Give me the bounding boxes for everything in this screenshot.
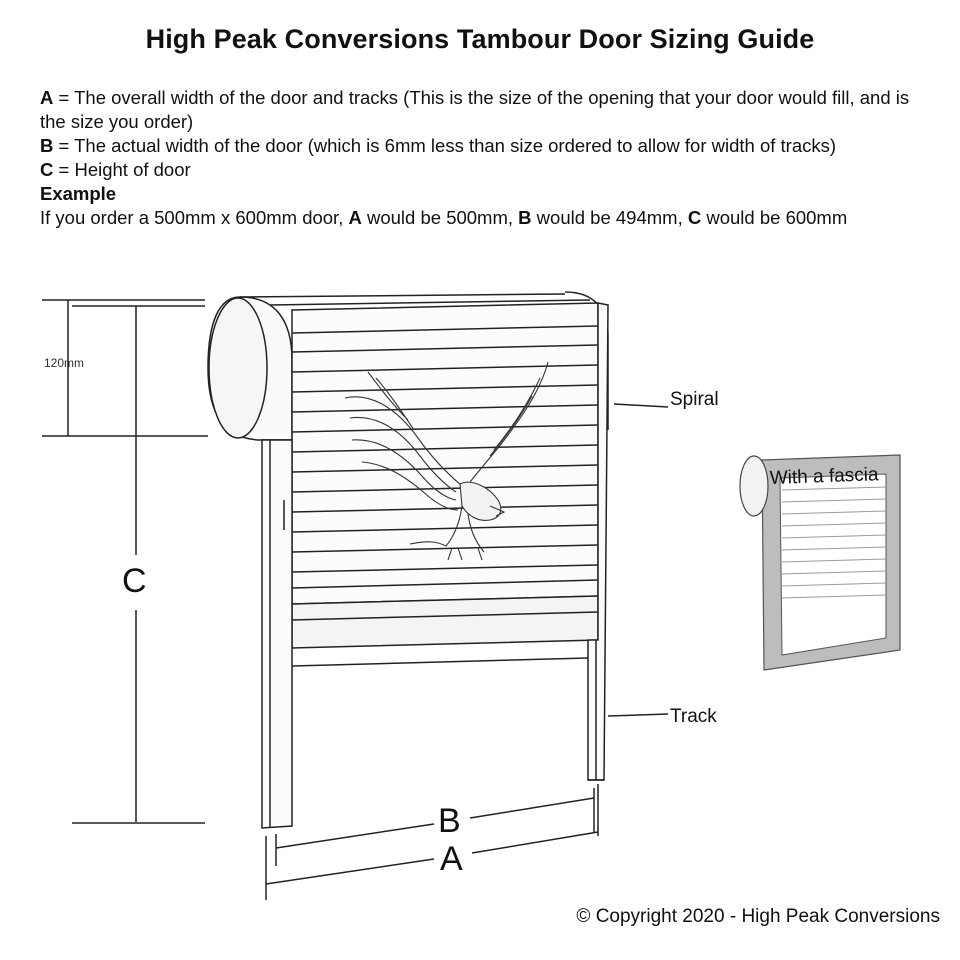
legend-a-letter: A <box>40 87 54 108</box>
legend-b-text: = The actual width of the door (which is… <box>53 135 837 156</box>
track-label: Track <box>670 706 717 727</box>
eagle-artwork <box>344 361 549 561</box>
spiral-roll <box>207 291 609 441</box>
example-text: If you order a 500mm x 600mm door, A wou… <box>40 207 848 228</box>
dim-a-line-right <box>471 831 599 854</box>
fascia-label: With a fascia <box>769 464 879 489</box>
spiral-label: Spiral <box>670 389 719 410</box>
dim-a-line-left <box>265 858 435 885</box>
dim-a-label: A <box>440 840 463 878</box>
left-track <box>261 439 293 829</box>
legend-b-letter: B <box>40 135 54 156</box>
legend-text: A = The overall width of the door and tr… <box>40 86 930 230</box>
legend-c-text: = Height of door <box>53 159 191 180</box>
legend-c: C = Height of door <box>40 158 930 182</box>
legend-a: A = The overall width of the door and tr… <box>40 86 930 134</box>
page-title: High Peak Conversions Tambour Door Sizin… <box>145 24 815 54</box>
dim-b-line-right <box>469 797 595 819</box>
legend-c-letter: C <box>40 159 54 180</box>
tambour-panel <box>291 302 599 667</box>
dim-b-label: B <box>438 802 461 840</box>
example-heading: Example <box>40 183 117 204</box>
right-track <box>587 302 609 781</box>
fascia-inset <box>739 454 901 671</box>
spiral-callout-line <box>613 403 669 408</box>
legend-b: B = The actual width of the door (which … <box>40 134 930 158</box>
track-callout-line <box>607 713 669 717</box>
dim-120-label: 120mm <box>44 356 84 370</box>
dim-b-line-left <box>275 823 435 849</box>
dim-c-label: C <box>122 562 147 600</box>
legend-a-text: = The overall width of the door and trac… <box>40 87 910 132</box>
copyright-footer: © Copyright 2020 - High Peak Conversions <box>576 906 940 927</box>
